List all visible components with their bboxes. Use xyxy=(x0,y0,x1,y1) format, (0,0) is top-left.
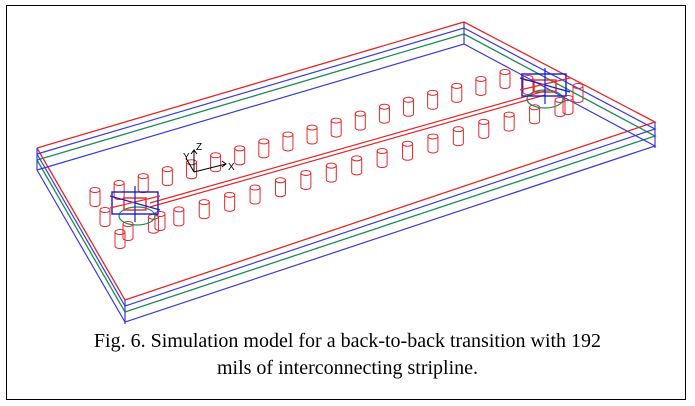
via xyxy=(198,199,210,220)
via xyxy=(351,155,363,176)
figure-caption: Fig. 6. Simulation model for a back-to-b… xyxy=(0,328,695,382)
via xyxy=(99,207,111,227)
via xyxy=(173,206,185,227)
axis-label-x: X xyxy=(228,162,235,173)
axis-label-z: Z xyxy=(196,142,202,153)
via xyxy=(306,124,318,145)
via xyxy=(376,148,388,169)
via xyxy=(478,118,490,139)
via xyxy=(161,166,173,187)
via xyxy=(274,177,286,198)
via xyxy=(325,162,337,183)
substrate-bottom-layer xyxy=(36,27,657,323)
via xyxy=(452,126,464,147)
via xyxy=(154,211,166,231)
substrate-middle-layer xyxy=(36,33,657,313)
via xyxy=(185,159,197,180)
substrate-top-layer xyxy=(36,21,657,301)
via xyxy=(572,83,584,103)
via xyxy=(427,89,439,110)
via xyxy=(234,145,246,166)
via xyxy=(210,152,222,173)
via xyxy=(137,173,149,194)
caption-line-1: Fig. 6. Simulation model for a back-to-b… xyxy=(93,330,602,352)
axis-label-y: Y xyxy=(183,152,190,163)
via xyxy=(122,221,134,241)
via xyxy=(403,96,415,117)
via xyxy=(330,117,342,138)
via xyxy=(113,180,125,201)
left-transition xyxy=(109,186,161,226)
via xyxy=(499,69,511,89)
caption-line-2: mils of interconnecting stripline. xyxy=(216,357,479,379)
via xyxy=(402,140,414,161)
via xyxy=(503,111,515,132)
via-fence xyxy=(89,69,584,249)
stripline xyxy=(149,90,546,208)
via xyxy=(378,103,390,124)
substrate-edges xyxy=(36,22,656,324)
via xyxy=(451,82,463,103)
right-transition xyxy=(519,68,571,109)
via xyxy=(300,169,312,190)
via xyxy=(475,75,487,96)
via xyxy=(224,191,236,212)
via xyxy=(427,133,439,154)
via xyxy=(282,131,294,152)
figure-frame xyxy=(6,5,686,400)
via xyxy=(89,187,101,207)
via xyxy=(114,229,126,249)
via xyxy=(258,138,270,159)
via xyxy=(354,110,366,131)
via xyxy=(249,184,261,205)
coordinate-axes xyxy=(185,149,227,173)
